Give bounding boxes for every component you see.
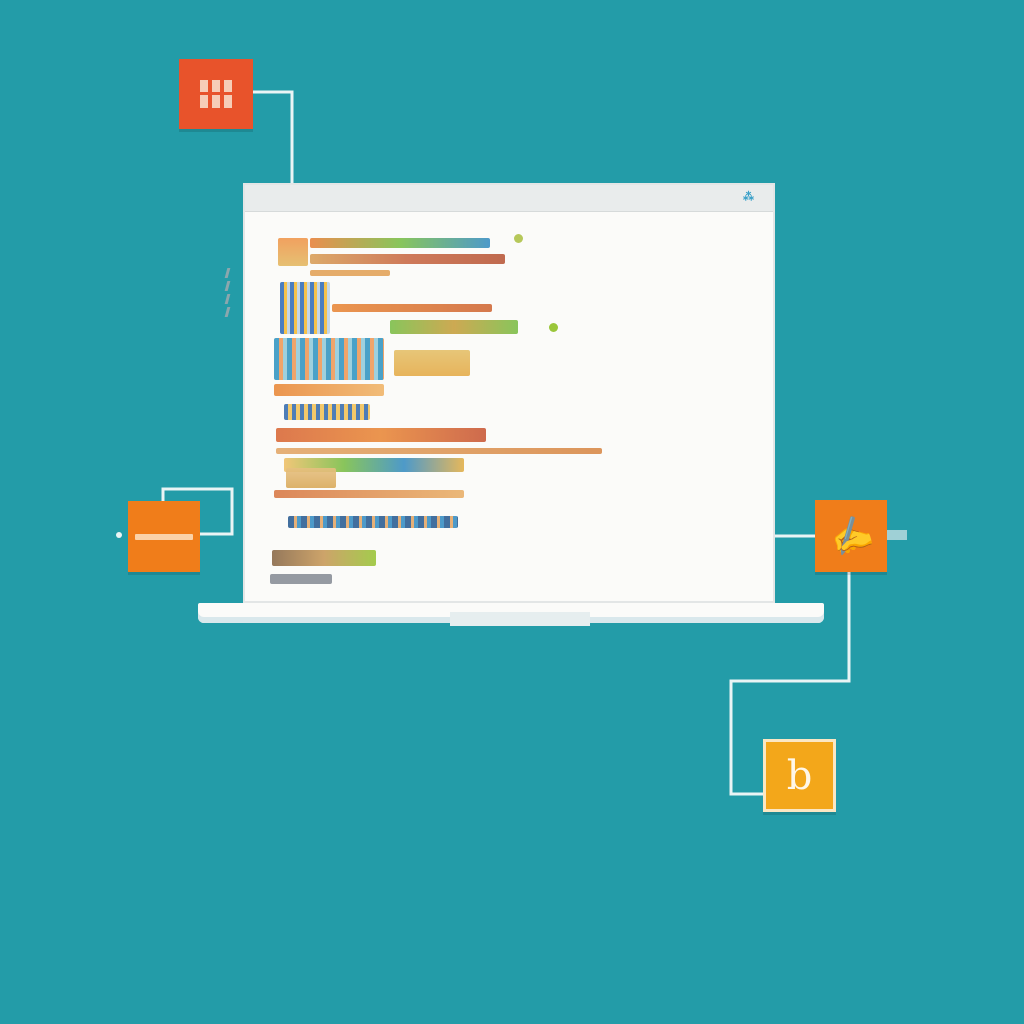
- connector-top: [253, 90, 294, 183]
- window-titlebar: ⁂: [245, 185, 773, 212]
- content-row: [276, 428, 486, 442]
- grid-columns-icon: [200, 80, 232, 108]
- content-row: [310, 270, 390, 276]
- node-grid-icon[interactable]: [179, 59, 253, 129]
- screen-content: [270, 228, 610, 598]
- content-thumbnail: [278, 238, 308, 266]
- content-row: [284, 404, 370, 420]
- connector-bottom: [729, 572, 851, 796]
- content-dot: [549, 323, 558, 332]
- content-row: [270, 574, 332, 584]
- node-letter-icon[interactable]: b: [763, 739, 836, 812]
- content-row: [310, 238, 490, 248]
- laptop-notch: [450, 612, 590, 626]
- content-row: [288, 516, 458, 528]
- content-row: [272, 550, 376, 566]
- connector-dot: [116, 532, 122, 538]
- progress-bar-icon: [135, 533, 193, 540]
- wrench-icon: ✍: [824, 510, 878, 562]
- content-row: [274, 490, 464, 498]
- node-tool-icon[interactable]: ✍: [815, 500, 887, 572]
- content-row: [274, 384, 384, 396]
- content-thumbnail: [280, 282, 330, 334]
- side-tick-marks: [222, 268, 234, 322]
- letter-b-icon: b: [786, 752, 813, 799]
- content-row: [276, 448, 602, 454]
- content-thumbnail: [274, 338, 384, 380]
- connector-left: [161, 487, 234, 536]
- content-row: [286, 468, 336, 488]
- content-row: [394, 350, 470, 376]
- content-dot: [514, 234, 523, 243]
- content-row: [310, 254, 505, 264]
- node-progress-icon[interactable]: [128, 501, 200, 572]
- connector-tab: [887, 530, 907, 540]
- content-row: [332, 304, 492, 312]
- content-row: [390, 320, 518, 334]
- titlebar-icon: ⁂: [743, 191, 754, 203]
